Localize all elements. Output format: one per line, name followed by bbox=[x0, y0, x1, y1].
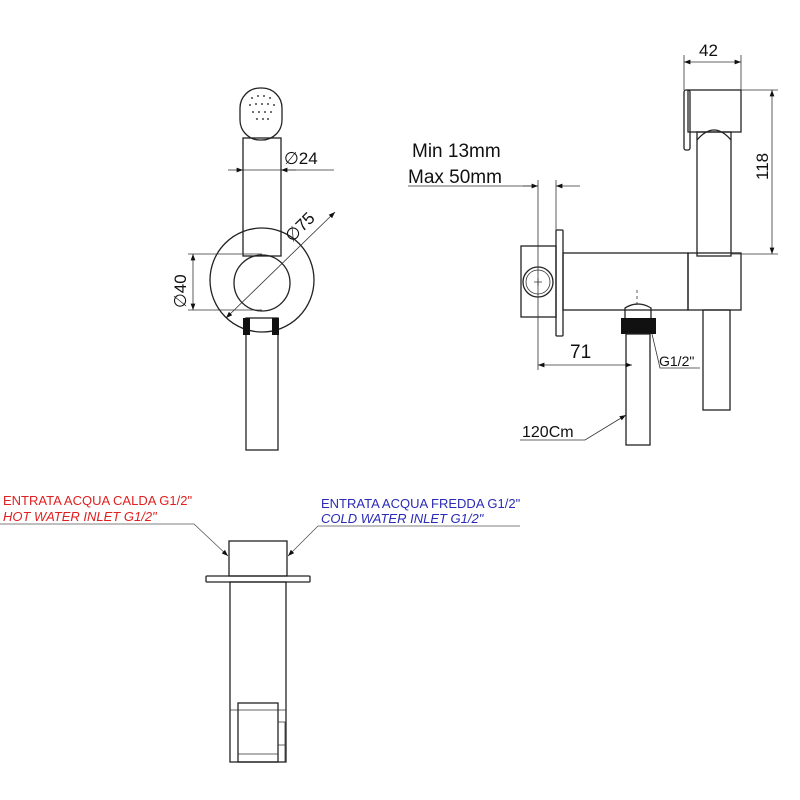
handshower-side bbox=[696, 131, 732, 257]
inlet-nut bbox=[621, 318, 656, 334]
hose bbox=[245, 317, 279, 451]
holder-block bbox=[237, 702, 279, 763]
head-diameter-label: ∅24 bbox=[284, 149, 318, 168]
wall-min-label: Min 13mm bbox=[412, 141, 501, 162]
inlet-body bbox=[228, 540, 288, 577]
hose-side bbox=[702, 309, 731, 411]
horizontal-pipe bbox=[562, 252, 689, 311]
projection-label: 71 bbox=[570, 342, 591, 363]
hose-nut bbox=[243, 318, 250, 335]
holder-height-label: 118 bbox=[753, 153, 772, 180]
holder-top bbox=[687, 89, 742, 133]
wall-plate bbox=[209, 227, 315, 333]
plate-diameter-label: ∅75 bbox=[281, 209, 318, 246]
thread-label: G1/2" bbox=[659, 353, 694, 369]
holder-width-label: 42 bbox=[699, 41, 718, 60]
front-view: ∅24 ∅75 ∅40 bbox=[171, 87, 336, 451]
spray-head bbox=[239, 87, 283, 141]
hot-inlet-label-it: ENTRATA ACQUA CALDA G1/2" bbox=[3, 493, 192, 508]
cold-inlet-label-it: ENTRATA ACQUA FREDDA G1/2" bbox=[321, 496, 521, 511]
top-view: ENTRATA ACQUA CALDA G1/2" HOT WATER INLE… bbox=[0, 493, 521, 763]
hose-length-label: 120Cm bbox=[522, 424, 574, 441]
ring-diameter-label: ∅40 bbox=[171, 274, 190, 308]
wall-max-label: Max 50mm bbox=[408, 167, 502, 188]
inlet-hose bbox=[625, 333, 651, 446]
hose-nut bbox=[272, 318, 279, 335]
holder-collar bbox=[687, 252, 742, 311]
wall-flange bbox=[555, 229, 564, 337]
side-view: 42 118 Min 13mm Max 50mm 71 G1/2" 120Cm bbox=[408, 41, 778, 446]
hot-inlet-label-en: HOT WATER INLET G1/2" bbox=[3, 509, 158, 524]
spray-nozzles bbox=[249, 95, 275, 120]
cold-inlet-label-en: COLD WATER INLET G1/2" bbox=[321, 511, 485, 526]
top-flange bbox=[205, 575, 311, 583]
handshower-body bbox=[242, 137, 282, 257]
